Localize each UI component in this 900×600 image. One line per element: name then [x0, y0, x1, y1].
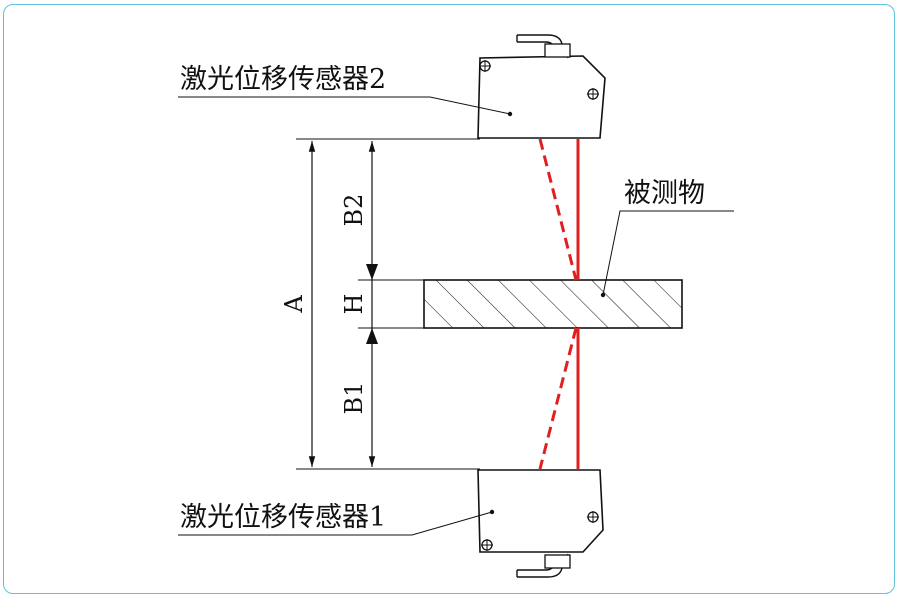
dim-label-a: A: [280, 295, 308, 314]
dim-label-h: H: [340, 294, 368, 315]
dimension-lines: [308, 141, 378, 467]
label-sensor-2: 激光位移传感器2: [180, 64, 386, 95]
dim-label-b1: B1: [340, 382, 368, 415]
extension-lines: [296, 138, 480, 470]
measured-object: [423, 279, 683, 329]
leader-dot-sensor-1: [489, 509, 495, 515]
leader-lines: [178, 96, 734, 536]
diagram-frame: [3, 4, 895, 594]
laser-sensor-1: [477, 469, 604, 578]
label-sensor-1: 激光位移传感器1: [180, 502, 386, 533]
laser-beams: [538, 138, 580, 470]
dim-label-b2: B2: [340, 194, 368, 227]
label-measured-object: 被测物: [624, 178, 705, 209]
laser-sensor-2: [477, 34, 606, 139]
leader-dot-sensor-2: [507, 111, 513, 117]
leader-dot-object: [600, 292, 606, 298]
